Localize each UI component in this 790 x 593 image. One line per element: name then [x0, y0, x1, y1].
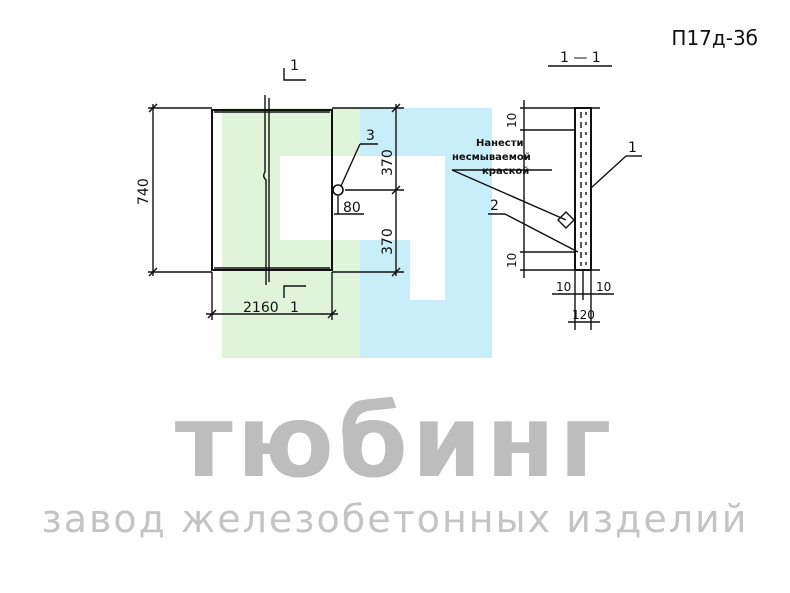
embedded-part-circle [332, 184, 344, 196]
dim-tick-overall-top [148, 103, 158, 113]
dim-lower-height: 370 [380, 228, 396, 255]
drawing-code: П17д-3б [671, 26, 758, 50]
leader-callout-1 [590, 155, 627, 189]
dim-tick-right-bottom [391, 267, 401, 277]
section-title: 1 — 1 [560, 50, 601, 66]
logo-blue-block-right [445, 108, 492, 358]
dim-bottom-edge: 10 [505, 253, 519, 268]
dim-tick-width-right [327, 309, 337, 319]
leader-callout-2 [504, 213, 579, 253]
section-mark-top [283, 68, 306, 81]
note-line-2: несмываемой [452, 152, 531, 163]
brand-name: тюбинг [174, 383, 616, 500]
dim-tick-overall-bottom [148, 267, 158, 277]
marking-rhombus [557, 211, 575, 229]
section-view [451, 65, 642, 330]
dim-width: 2160 [243, 300, 279, 316]
logo-green-block-mid [280, 240, 360, 358]
dim-top-edge: 10 [505, 113, 519, 128]
callout-3-label: 3 [366, 128, 375, 144]
section-body [574, 107, 592, 271]
dim-right-edge: 10 [596, 280, 611, 294]
note-leader [451, 169, 567, 221]
logo-blue-block-lower [410, 300, 445, 358]
dim-thickness: 120 [572, 308, 595, 322]
dimension-labels: 740 370 370 2160 80 1 1 3 1 — 1 10 10 10… [136, 50, 637, 322]
section-mark-bottom [283, 285, 306, 298]
logo-green-block-top [280, 108, 360, 156]
logo-watermark [222, 108, 492, 358]
dim-upper-height: 370 [380, 149, 396, 176]
dim-offset: 80 [343, 200, 361, 216]
logo-blue-block-bottom [360, 240, 410, 358]
dim-left-edge: 10 [556, 280, 571, 294]
dim-tick-right-mid [391, 185, 401, 195]
dim-tick-width-left [207, 309, 217, 319]
dim-tick-right-top [391, 103, 401, 113]
note-line-3: краской [482, 166, 529, 177]
dim-overall-height: 740 [136, 178, 152, 205]
logo-green-block-left [222, 108, 280, 358]
marking-note: Нанести несмываемой краской [452, 138, 531, 177]
panel-outline [211, 109, 333, 271]
callout-1-label: 1 [628, 140, 637, 156]
brand-tagline: завод железобетонных изделий [41, 497, 749, 541]
section-mark-bottom-label: 1 [290, 300, 299, 316]
panel-front-view [148, 68, 404, 320]
callout-2-label: 2 [490, 198, 499, 214]
section-mark-top-label: 1 [290, 58, 299, 74]
note-line-1: Нанести [476, 138, 524, 149]
section-line [263, 95, 267, 285]
leader-callout-3 [340, 143, 361, 187]
